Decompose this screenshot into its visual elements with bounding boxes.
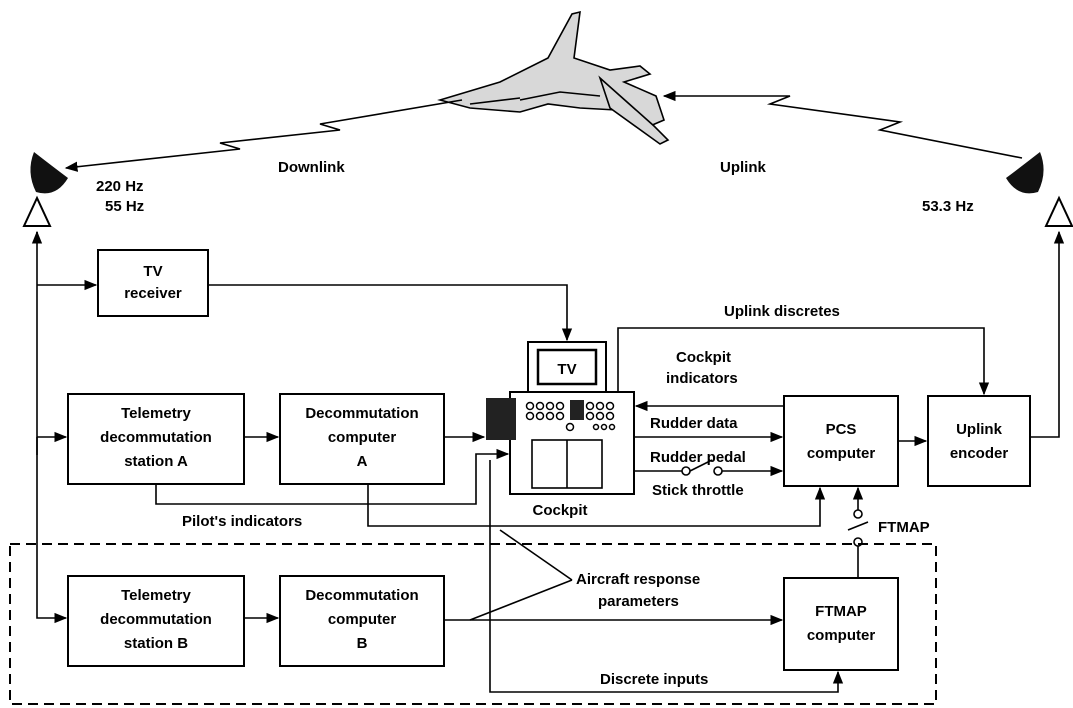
pcs-line2: computer <box>807 445 876 462</box>
tv-receiver-line2: receiver <box>124 285 182 302</box>
rudder-data-label: Rudder data <box>650 415 738 432</box>
freq-53-label: 53.3 Hz <box>922 198 974 215</box>
pcs-computer-box: PCS computer <box>783 395 899 487</box>
aircraft-response-label-2: parameters <box>598 593 679 610</box>
aircraft-response-label-1: Aircraft response <box>576 571 700 588</box>
decom-a-line1: Decommutation <box>305 405 418 422</box>
telemetry-a-line3: station A <box>124 453 188 470</box>
cockpit-label: Cockpit <box>532 502 587 519</box>
ftmap-switch-label: FTMAP <box>878 519 930 536</box>
ftmap-line2: computer <box>807 627 876 644</box>
encoder-line1: Uplink <box>956 421 1002 438</box>
left-antenna-icon <box>22 152 69 227</box>
cockpit-console: TV Cockpit <box>486 341 635 519</box>
aircraft-icon <box>437 10 670 145</box>
telemetry-station-b-box: Telemetry decommutation station B <box>67 575 245 667</box>
discrete-inputs-label: Discrete inputs <box>600 671 708 688</box>
tv-receiver-box: TV receiver <box>97 249 209 317</box>
pilots-indicators-label: Pilot's indicators <box>182 513 302 530</box>
decom-b-line1: Decommutation <box>305 587 418 604</box>
downlink-label: Downlink <box>278 159 345 176</box>
decom-a-line2: computer <box>328 429 397 446</box>
decom-b-line3: B <box>357 635 368 652</box>
cockpit-indicators-label-1: Cockpit <box>676 349 731 366</box>
cockpit-tv-label: TV <box>557 361 576 378</box>
stick-throttle-label: Stick throttle <box>652 482 744 499</box>
telemetry-a-line1: Telemetry <box>121 405 191 422</box>
freq-55-label: 55 Hz <box>105 198 144 215</box>
telemetry-station-a-box: Telemetry decommutation station A <box>67 393 245 485</box>
right-antenna-icon <box>1006 152 1073 227</box>
freq-220-label: 220 Hz <box>96 178 144 195</box>
uplink-discretes-label: Uplink discretes <box>724 303 840 320</box>
decom-a-line3: A <box>357 453 368 470</box>
decommutation-computer-a-box: Decommutation computer A <box>279 393 445 485</box>
telemetry-b-line2: decommutation <box>100 611 212 628</box>
ftmap-line1: FTMAP <box>815 603 867 620</box>
encoder-line2: encoder <box>950 445 1009 462</box>
uplink-encoder-box: Uplink encoder <box>927 395 1031 487</box>
ftmap-computer-box: FTMAP computer <box>783 577 899 671</box>
uplink-signal <box>662 90 1023 159</box>
telemetry-a-line2: decommutation <box>100 429 212 446</box>
uplink-label: Uplink <box>720 159 766 176</box>
cockpit-indicators-label-2: indicators <box>666 370 738 387</box>
telemetry-b-line3: station B <box>124 635 188 652</box>
downlink-signal <box>64 99 463 172</box>
pcs-line1: PCS <box>826 421 857 438</box>
telemetry-b-line1: Telemetry <box>121 587 191 604</box>
rudder-pedal-label: Rudder pedal <box>650 449 746 466</box>
decom-b-line2: computer <box>328 611 397 628</box>
tv-receiver-line1: TV <box>143 263 162 280</box>
decommutation-computer-b-box: Decommutation computer B <box>279 575 445 667</box>
